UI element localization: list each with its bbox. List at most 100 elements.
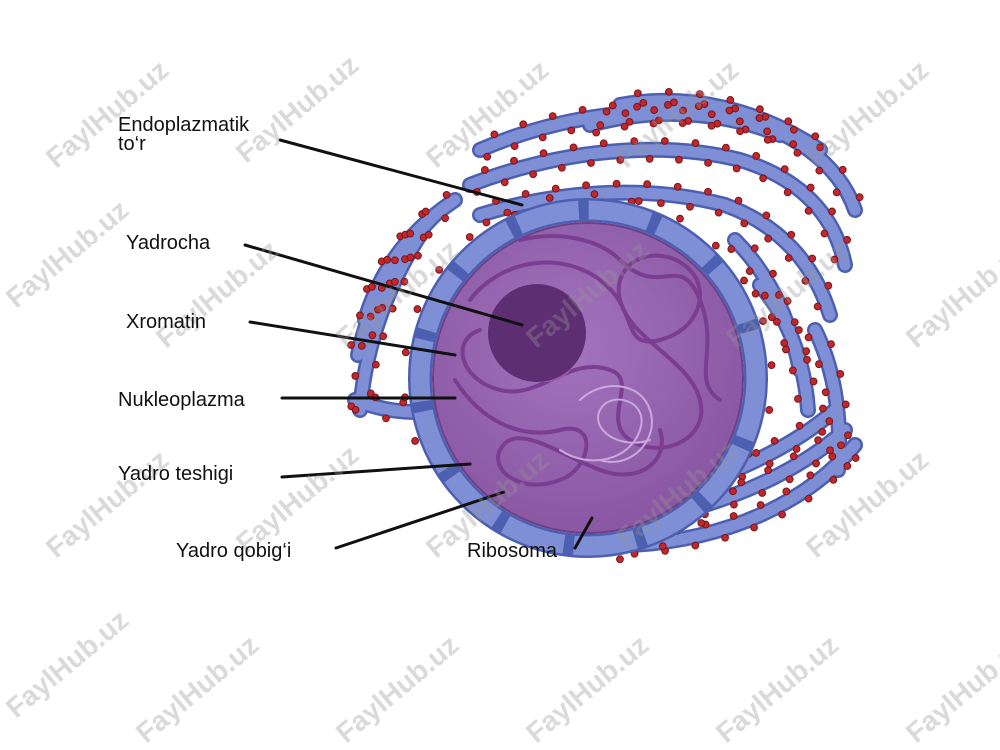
ribosome-dot (804, 494, 813, 503)
leader-lines (243, 138, 594, 550)
ribosome-dot (545, 194, 554, 202)
ribosome-dot (608, 101, 617, 110)
ribosome-dot (691, 139, 700, 147)
ribosome-dot (551, 184, 560, 193)
ribosome-dot (765, 406, 774, 414)
ribosome-dot (750, 244, 759, 253)
ribosome-dot (727, 245, 736, 253)
ribosome-dot (763, 127, 771, 136)
ribosome-dot (587, 159, 595, 167)
ribosome-dot (752, 152, 761, 160)
ribosome-dot (802, 347, 811, 356)
ribosome-dot (704, 158, 712, 167)
label-yadro-teshigi: Yadro teshigi (118, 463, 234, 485)
ribosome-dot (815, 166, 824, 175)
ribosome-dot (809, 377, 818, 386)
ribosome-dot (737, 478, 746, 487)
ribosome-dot (529, 170, 538, 179)
ribosome-dot (740, 276, 748, 285)
ribosome-dot (503, 208, 512, 217)
ribosome-dot (567, 126, 576, 135)
ribosome-dot (841, 400, 850, 409)
ribosome-dot (557, 163, 566, 172)
ribosome-dot (722, 143, 730, 152)
ribosome-dot (368, 282, 376, 291)
ribosome-dot (658, 542, 667, 550)
ribosome-dot (758, 489, 767, 497)
leader-xromatin (248, 320, 457, 357)
label-yadro-qobigi: Yadro qobig‘i (176, 540, 292, 562)
ribosome-dot (734, 196, 743, 205)
ribosome-dot (782, 345, 790, 354)
ribosome-dot (691, 541, 700, 550)
ribosome-dot (391, 256, 399, 265)
ribosome-dot (752, 448, 760, 457)
ribosome-dot (829, 475, 838, 484)
ribosome-dot (790, 125, 798, 134)
ribosome-dot (815, 360, 823, 369)
ribosome-dot (714, 208, 723, 217)
ribosome-dot (664, 87, 673, 96)
ribosome-dot (406, 229, 415, 238)
leader-ribosoma (573, 516, 594, 550)
ribosome-dot (772, 317, 781, 326)
ribosome-dot (825, 417, 834, 426)
ribosome-dot (769, 269, 777, 278)
ribosome-dot (765, 459, 774, 468)
ribosome-dot (808, 254, 817, 263)
ribosome-dot (625, 117, 634, 126)
ribosome-dot (819, 404, 827, 413)
ribosome-dot (483, 152, 492, 161)
ribosome-dot (679, 106, 687, 115)
label-yadrocha: Yadrocha (126, 232, 211, 254)
ribosome-dot (678, 119, 687, 128)
ribosome-dot (792, 445, 801, 453)
ribosome-dot (633, 89, 642, 98)
ribosome-dot (788, 366, 797, 375)
ribosome-dot (695, 90, 704, 99)
ribosome-dot (490, 130, 499, 139)
ribosome-dot (694, 102, 703, 111)
ribosome-dot (795, 421, 804, 430)
ribosome-dot (735, 117, 744, 126)
label-endoplazmatik-line1: Endoplazmatik (118, 114, 250, 136)
ribosome-dot (351, 372, 360, 380)
leader-yadro-qobigi (334, 490, 506, 550)
ribosome-dot (764, 466, 772, 475)
ribosome-dot (643, 180, 652, 189)
ribosome-dot (827, 340, 835, 349)
ribosome-dot (790, 318, 799, 327)
ribosome-dot (755, 114, 764, 122)
ribosome-dot (793, 148, 802, 157)
ribosome-dot (726, 96, 735, 104)
ribosome-dot (519, 120, 528, 129)
ribosome-dot (855, 193, 864, 202)
label-endoplazmatik-line2: to‘r (118, 133, 146, 155)
ribosome-dot (770, 436, 779, 445)
ribosome-dot (794, 326, 803, 334)
ribosome-dot (851, 454, 860, 462)
ribosome-dot (616, 156, 625, 164)
ribosome-dot (843, 462, 852, 470)
ribosome-dot (732, 164, 741, 173)
ribosome-dot (357, 342, 366, 350)
ribosome-dot (421, 207, 430, 216)
ribosome-dot (832, 188, 841, 197)
chromatin (453, 234, 722, 487)
ribosome-dot (820, 229, 829, 238)
ribosome-dot (838, 165, 847, 174)
ribosome-dot (811, 132, 820, 141)
ribosome-dot (783, 297, 792, 305)
ribosome-dot (482, 218, 491, 227)
ribosome-dot (406, 253, 415, 262)
ribosome-dot (806, 471, 815, 480)
ribosome-dot (620, 122, 629, 131)
ribosome-dot (633, 102, 642, 111)
ribosome-dot (751, 289, 760, 298)
ribosome-dot (828, 452, 837, 461)
label-nukleoplazma: Nukleoplazma (118, 389, 245, 411)
ribosome-dot (379, 332, 388, 341)
ribosome-dot (812, 459, 820, 468)
ribosome-dot (789, 452, 798, 461)
ribosome-dot (599, 139, 608, 148)
